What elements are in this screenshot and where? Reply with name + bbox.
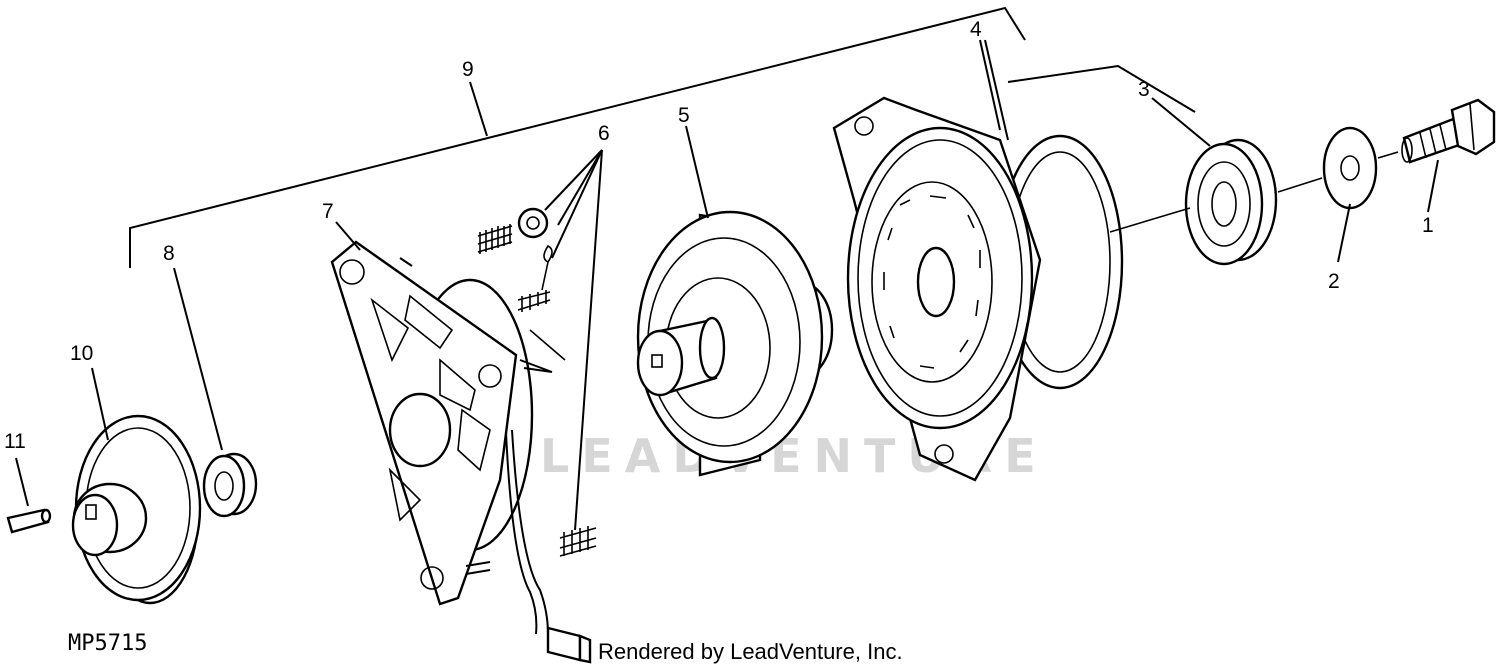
callout-3: 3 <box>1138 78 1150 101</box>
callout-8: 8 <box>163 242 175 265</box>
part-6-springs <box>477 149 603 557</box>
callout-6: 6 <box>598 122 610 145</box>
callout-7: 7 <box>322 200 334 223</box>
bracket-3-4 <box>984 39 1196 141</box>
render-credit: Rendered by LeadVenture, Inc. <box>598 639 903 664</box>
callout-2: 2 <box>1328 270 1340 293</box>
part-1-bolt <box>1401 98 1496 213</box>
callout-10: 10 <box>70 342 93 365</box>
part-4-clutch-field <box>832 39 1124 482</box>
bracket-9 <box>129 6 1026 268</box>
callout-1: 1 <box>1422 214 1434 237</box>
part-5-armature <box>636 125 834 477</box>
part-11-pin <box>6 457 52 534</box>
part-10-pulley <box>71 367 202 605</box>
figure-reference: MP5715 <box>68 631 148 656</box>
callout-11: 11 <box>4 430 26 453</box>
part-7-brake-plate <box>330 221 592 664</box>
part-2-washer <box>1322 126 1399 263</box>
callout-9: 9 <box>462 58 474 81</box>
callout-4: 4 <box>970 18 982 41</box>
callout-5: 5 <box>678 104 690 127</box>
part-3-bearing <box>1109 97 1323 266</box>
part-8-spacer <box>173 267 258 518</box>
